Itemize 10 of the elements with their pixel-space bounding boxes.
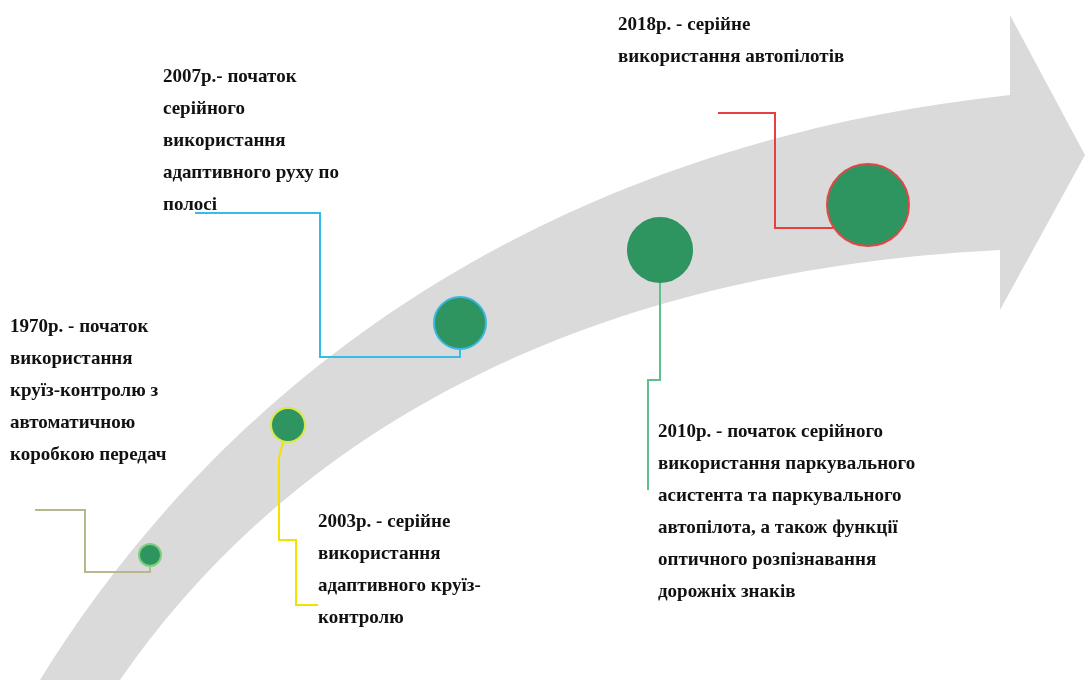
event-text: 2003р. - серійне використання адаптивного круїз-контролю	[318, 505, 533, 633]
leader-line	[647, 282, 661, 491]
event-text: 2018р. - серійне використання автопілотів	[618, 8, 848, 72]
event-text: 2007р.- початок серійного використання адаптивного руху по полосі	[163, 60, 348, 220]
event-text: 1970р. - початок використання круїз-контролю з автоматичною коробкою передач	[10, 310, 185, 470]
event-text: 2010р. - початок серійного використання паркувального асистента та паркувального автопілота, а також функції оптичного розпізнавання дорожніх знаків	[658, 415, 920, 607]
leader-line	[194, 212, 461, 358]
leader-line	[717, 112, 834, 229]
leader-line	[34, 509, 151, 573]
leader-line	[278, 441, 319, 606]
